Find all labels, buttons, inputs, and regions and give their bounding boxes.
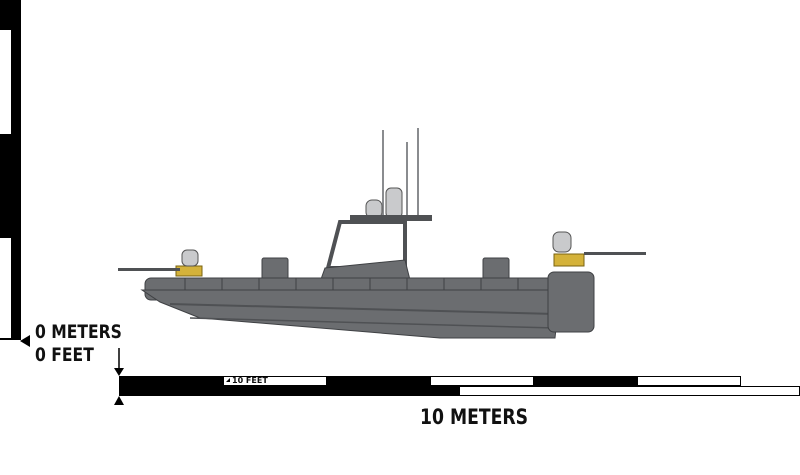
feet-bar-seg-white-2	[431, 377, 533, 385]
arrow-down-icon	[114, 368, 124, 376]
radar-icon	[385, 187, 403, 219]
meters-bar-outline	[119, 386, 800, 396]
zero-meters-label: 0 METERS	[35, 321, 122, 343]
hardtop	[350, 215, 432, 221]
feet-bar-outline	[119, 376, 741, 386]
hull-stripe	[169, 303, 556, 315]
meters-bar-seg-white	[460, 387, 799, 395]
hull	[140, 289, 561, 339]
ten-feet-label: 10 FEET	[232, 376, 268, 385]
machine-gun-icon	[118, 249, 203, 277]
ten-meters-label: 10 METERS	[420, 405, 529, 429]
feet-bar-seg-white-1	[224, 377, 326, 385]
hull-waterline	[189, 317, 556, 329]
vertical-zero-arrow-icon	[20, 335, 30, 347]
ten-feet-arrow-icon	[226, 378, 230, 382]
stern-engine	[547, 271, 595, 333]
vertical-scale-bar	[0, 0, 30, 347]
arrow-up-icon	[114, 396, 124, 405]
feet-bar-seg-white-3	[638, 377, 740, 385]
stern-machine-gun-icon	[552, 231, 646, 267]
boat-illustration	[118, 128, 646, 339]
vertical-scale-white-bottom	[0, 238, 11, 338]
horizontal-scale-bar	[114, 348, 800, 405]
zero-feet-label: 0 FEET	[35, 344, 94, 366]
vertical-scale-white-top	[0, 30, 11, 134]
